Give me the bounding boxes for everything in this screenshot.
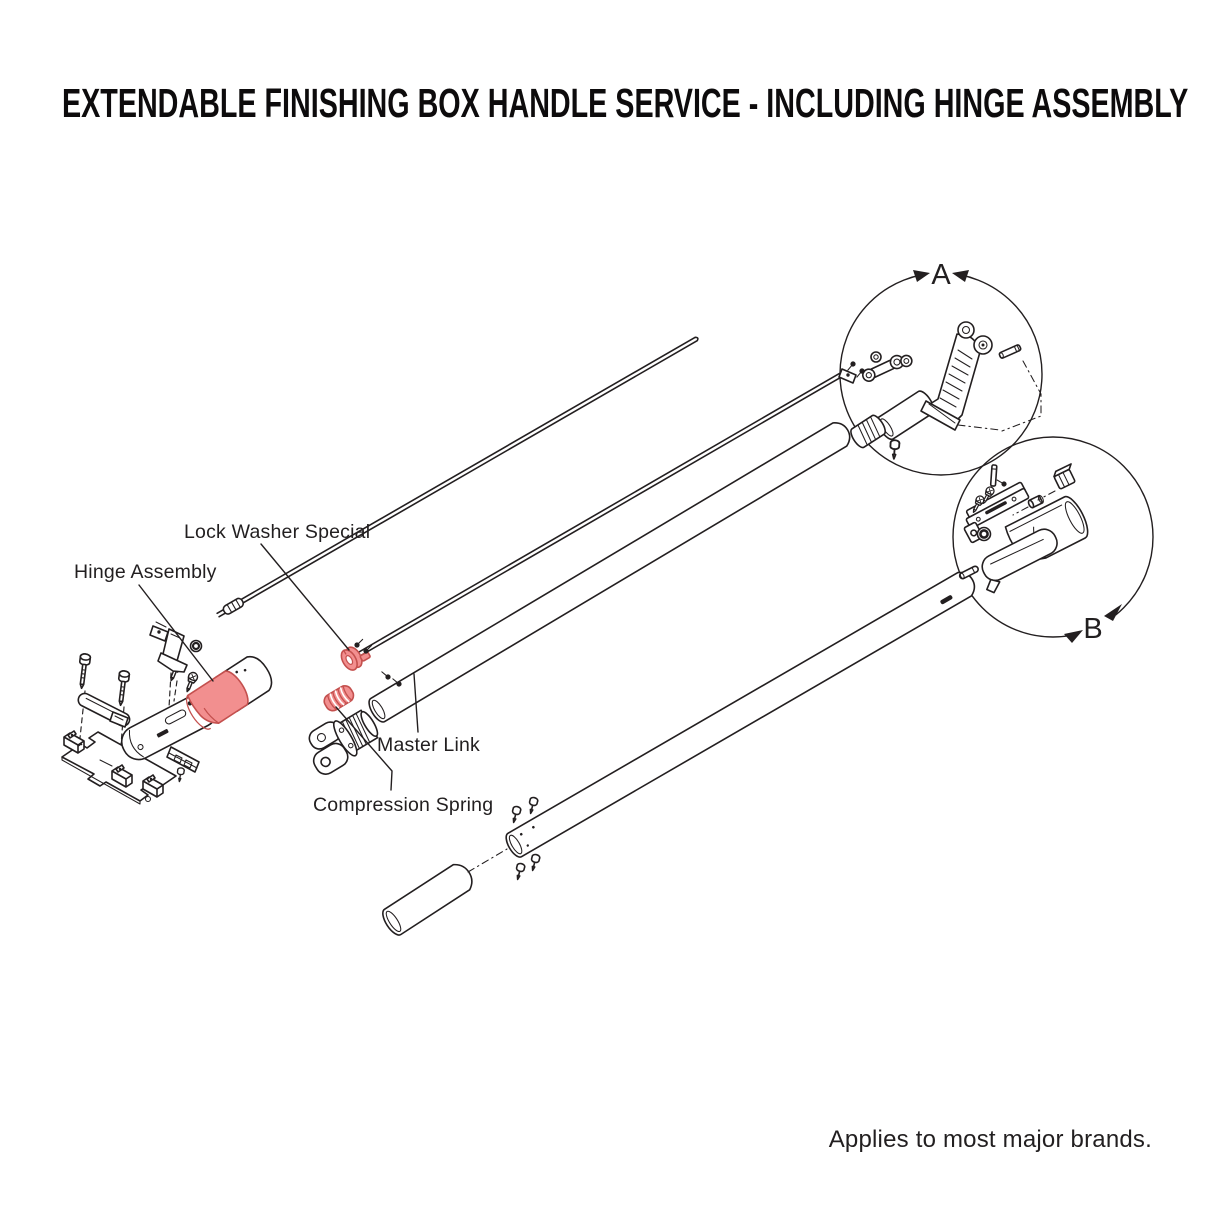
extension-tube-mouth	[385, 910, 402, 933]
handle-body	[981, 528, 1058, 594]
hinge-assembly-drawing	[61, 621, 273, 805]
set-screw	[995, 477, 1009, 489]
detail-b-left-arrow-icon	[1064, 630, 1083, 643]
label-compression-spring: Compression Spring	[313, 794, 493, 816]
lower-tube-slot	[940, 595, 953, 605]
tube-screw	[509, 804, 523, 825]
lever-foot	[920, 400, 961, 431]
pivot-bar-clamp	[109, 711, 129, 728]
fold-bracket	[166, 746, 200, 783]
plate-clamp	[111, 764, 133, 788]
label-lock-washer-special: Lock Washer Special	[184, 521, 370, 543]
washer-screw	[352, 636, 366, 650]
link-screw	[379, 669, 393, 682]
upper-tube-mouth	[371, 699, 386, 720]
lock-washer-hole	[345, 655, 354, 665]
compression-spring-leader	[335, 706, 393, 791]
compression-spring-drawing	[323, 685, 355, 712]
construction-line	[957, 360, 1042, 432]
latch-knob-ring	[979, 529, 989, 539]
master-link-leader	[413, 673, 419, 733]
hinge-pin	[989, 464, 998, 487]
lower-tube	[505, 571, 976, 858]
labels-and-leaders: Hinge Assembly Lock Washer Special Maste…	[74, 521, 493, 816]
lock-washer-cluster	[340, 636, 404, 689]
knurled-sleeve	[850, 414, 886, 449]
bracket-screw	[175, 766, 186, 783]
detail-marker-b: B	[1083, 613, 1102, 645]
hinge-bolt	[114, 669, 131, 707]
detail-circle-a-gap	[918, 252, 964, 288]
detail-a-right-arrow-icon	[952, 270, 969, 282]
rod-end-bracket	[149, 621, 203, 673]
page-title: EXTENDABLE FINISHING BOX HANDLE SERVICE …	[62, 80, 1189, 127]
pivot-pin	[998, 344, 1022, 359]
lever-arm	[920, 321, 993, 431]
detail-b-right-arrow-icon	[1104, 604, 1122, 621]
tube-screw	[526, 795, 540, 816]
construction-line	[1012, 490, 1056, 516]
lower-tube-mouth	[508, 834, 523, 855]
detail-a-parts	[838, 321, 1042, 461]
link-cylinder-end	[360, 710, 379, 737]
detail-circle-b-outline	[952, 436, 1154, 638]
tube-screw	[513, 861, 527, 882]
barrel-nut	[1027, 494, 1044, 509]
detail-circle-b: B	[952, 436, 1154, 645]
bushing-screw	[888, 439, 901, 461]
label-master-link: Master Link	[377, 734, 480, 756]
plate-clamp	[63, 730, 85, 754]
hinge-bolt	[75, 652, 92, 690]
tube-screw	[528, 852, 542, 873]
lock-washer-leader	[260, 543, 350, 651]
label-hinge-assembly: Hinge Assembly	[74, 561, 217, 583]
lock-washer-clip	[359, 651, 371, 662]
latch-block	[1053, 463, 1076, 490]
detail-a-left-arrow-icon	[913, 270, 930, 282]
extension-tube	[382, 863, 473, 936]
actuator-rod-upper	[216, 336, 699, 618]
detail-marker-a: A	[931, 259, 951, 291]
tube-centerline	[467, 848, 508, 873]
retainer-pin	[958, 565, 979, 580]
detail-b-parts	[958, 463, 1089, 594]
latch-plate	[963, 481, 1030, 544]
rod-clamp-link	[838, 351, 913, 384]
footer-note: Applies to most major brands.	[828, 1126, 1152, 1153]
upper-tube	[368, 422, 851, 723]
plate-clamp	[142, 774, 164, 798]
actuator-rod-lower	[353, 372, 843, 659]
hinge-assembly-leader	[138, 584, 214, 682]
clevis-front-prong	[312, 742, 349, 775]
hinge-cylinder	[185, 655, 273, 730]
